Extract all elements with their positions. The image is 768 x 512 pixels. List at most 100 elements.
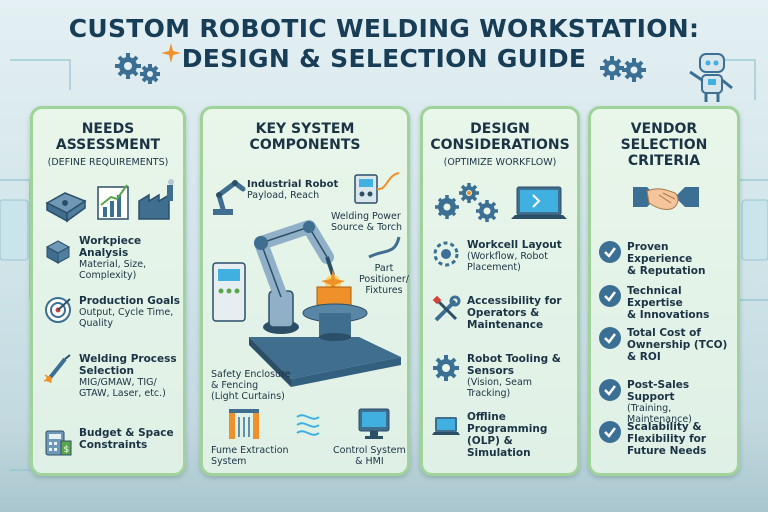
vendor-item-expertise: Technical Expertise & Innovations — [599, 285, 737, 321]
positioner-table-icon — [302, 286, 368, 341]
item-title: Welding Process — [79, 353, 177, 365]
check-icon — [599, 327, 621, 349]
label-line: Safety Enclosure — [211, 369, 291, 380]
control-system-label: Control System & HMI — [333, 445, 406, 467]
vendor-item-support: Post-Sales Support (Training, Maintenanc… — [599, 379, 737, 425]
item-detail: Quality — [79, 318, 113, 329]
heading-line: ASSESSMENT — [55, 137, 161, 153]
workcell-layout-icon — [433, 241, 459, 267]
vendor-selection-panel: VENDOR SELECTION CRITERIA Proven Experie… — [588, 106, 740, 476]
vendor-item-experience: Proven Experience & Reputation — [599, 241, 737, 277]
fume-extraction-icon — [229, 409, 259, 439]
handshake-icon — [633, 187, 699, 210]
panel-heading: NEEDS ASSESSMENT — [33, 121, 183, 153]
calculator-icon: $ — [45, 430, 72, 456]
needs-item-welding-process: Welding Process Selection MIG/GMAW, TIG/… — [43, 353, 177, 399]
panel-heading: DESIGN CONSIDERATIONS — [423, 121, 577, 153]
needs-item-workpiece: Workpiece Analysis Material, Size, Compl… — [43, 235, 183, 281]
design-item-layout: Workcell Layout (Workflow, Robot Placeme… — [431, 239, 562, 273]
heading-line: CRITERIA — [627, 153, 701, 169]
control-monitor-icon — [358, 408, 390, 439]
check-icon — [599, 285, 621, 307]
laptop-icon — [432, 417, 460, 435]
label-line: Part — [374, 263, 394, 274]
svg-text:$: $ — [64, 445, 70, 455]
robot-arm — [254, 220, 335, 334]
label-line: System — [211, 456, 247, 467]
design-item-offline-programming: Offline Programming (OLP) & Simulation — [431, 411, 577, 459]
vendor-item-tco: Total Cost of Ownership (TCO) & ROI — [599, 327, 727, 363]
check-icon — [599, 241, 621, 263]
heading-line: COMPONENTS — [249, 137, 361, 153]
item-title: (OLP) & Simulation — [467, 435, 531, 459]
label-line: Positioner/ — [359, 274, 409, 285]
robot-mascot-icon — [689, 53, 733, 102]
label-line: Welding Power — [331, 211, 401, 222]
target-icon — [45, 297, 71, 323]
item-title: Budget & Space — [79, 427, 174, 439]
item-title: & ROI — [627, 351, 661, 363]
panel-subtitle: (OPTIMIZE WORKFLOW) — [443, 157, 557, 168]
item-title: Constraints — [79, 439, 148, 451]
panel-heading: VENDOR SELECTION CRITERIA — [591, 121, 737, 169]
panel-heading: KEY SYSTEM COMPONENTS — [203, 121, 407, 153]
item-detail: Output, Cycle Time, — [79, 307, 174, 318]
heading-line: VENDOR — [630, 121, 698, 137]
item-title: Post-Sales Support — [627, 379, 690, 403]
gears-icon — [600, 56, 646, 82]
item-title: Robot Tooling & — [467, 353, 561, 365]
vendor-item-scalability: Scalability & Flexibility for Future Nee… — [599, 421, 706, 457]
page-title: CUSTOM ROBOTIC WELDING WORKSTATION: DESI… — [0, 14, 768, 74]
needs-item-production: Production Goals Output, Cycle Time, Qua… — [43, 295, 180, 329]
gears-icon — [435, 183, 498, 222]
gear-icon — [433, 355, 459, 381]
workflow-icons — [435, 183, 567, 222]
item-title: Sensors — [467, 365, 515, 377]
gears-icon — [115, 53, 160, 84]
item-title: Operators & — [467, 307, 540, 319]
item-detail: Placement) — [467, 262, 521, 273]
panel-subtitle: (DEFINE REQUIREMENTS) — [47, 157, 169, 168]
robotic-welding-cell-illustration — [212, 220, 401, 387]
growth-chart-icon — [97, 184, 129, 220]
item-title: Workpiece Analysis — [79, 235, 142, 259]
item-title: Technical Expertise — [627, 285, 683, 309]
item-title: Maintenance — [467, 319, 544, 331]
workpiece-block-icon — [45, 192, 87, 223]
item-title: Selection — [79, 365, 134, 377]
label-line: Fume Extraction — [211, 445, 289, 456]
item-detail: (Vision, Seam Tracking) — [467, 377, 533, 399]
label-line: (Light Curtains) — [211, 391, 285, 402]
item-detail: MIG/GMAW, TIG/ — [79, 377, 157, 388]
item-title: Accessibility for — [467, 295, 562, 307]
key-components-panel: KEY SYSTEM COMPONENTS Industrial Robot P… — [200, 106, 410, 476]
positioner-label: Part Positioner/ Fixtures — [359, 263, 409, 296]
check-icon — [599, 421, 621, 443]
item-title: Programming — [467, 423, 548, 435]
item-title: & Innovations — [627, 309, 710, 321]
title-line-2: DESIGN & SELECTION GUIDE — [181, 44, 587, 73]
item-title: & Reputation — [627, 265, 706, 277]
item-title: Scalability & — [627, 421, 702, 433]
power-source-label: Welding Power Source & Torch — [331, 211, 402, 233]
heading-line: DESIGN — [470, 121, 530, 137]
factory-icon — [138, 179, 174, 220]
robot-title: Industrial Robot — [247, 179, 339, 190]
fan-airflow-icon — [296, 414, 320, 436]
safety-enclosure-label: Safety Enclosure & Fencing (Light Curtai… — [211, 369, 291, 402]
item-title: Ownership (TCO) — [627, 339, 728, 351]
label-line: Source & Torch — [331, 222, 403, 233]
workpiece-cube-icon — [45, 240, 71, 264]
item-detail: (Training, Maintenance) — [627, 403, 692, 425]
welding-torch-icon — [43, 354, 71, 383]
label-line: & Fencing — [211, 380, 259, 391]
item-title: Offline — [467, 411, 506, 423]
design-item-tooling: Robot Tooling & Sensors (Vision, Seam Tr… — [431, 353, 577, 399]
title-line-1: CUSTOM ROBOTIC WELDING WORKSTATION: — [68, 14, 700, 43]
heading-line: CONSIDERATIONS — [430, 137, 570, 153]
robot-detail: Payload, Reach — [247, 190, 320, 201]
wrench-screwdriver-icon — [432, 295, 461, 322]
needs-assessment-panel: NEEDS ASSESSMENT (DEFINE REQUIREMENTS) — [30, 106, 186, 476]
check-icon — [599, 379, 621, 401]
design-item-accessibility: Accessibility for Operators & Maintenanc… — [431, 295, 562, 331]
